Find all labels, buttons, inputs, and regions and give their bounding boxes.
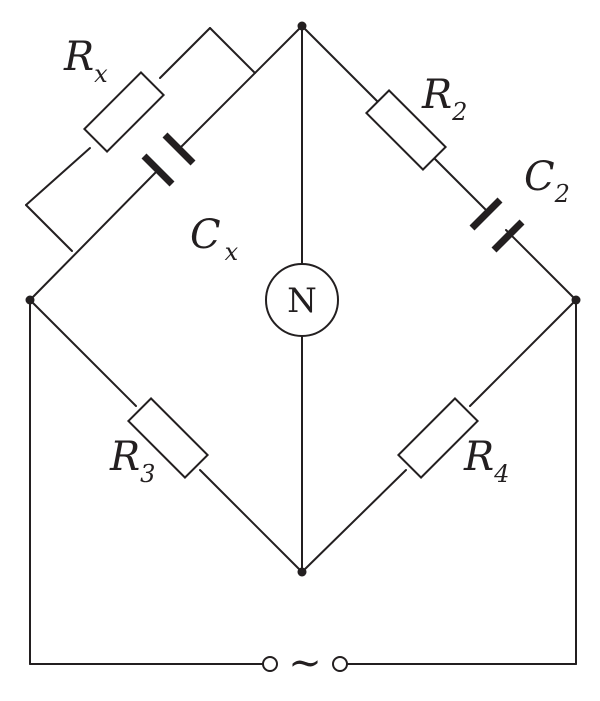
- wire-r2-c2: [433, 157, 489, 213]
- label-cx-sub: x: [225, 238, 239, 266]
- node-top: [297, 21, 307, 31]
- label-r4-main: R: [463, 434, 494, 480]
- label-c2-sub: 2: [554, 180, 570, 208]
- label-r2: R2: [421, 72, 467, 126]
- label-rx: Rx: [63, 34, 108, 88]
- resistor-r3: [126, 396, 210, 480]
- arm-r2-c2: [301, 25, 577, 301]
- capacitor-c2-plate-a: [469, 197, 503, 231]
- label-r4: R4: [463, 434, 509, 488]
- resistor-rx: [82, 70, 166, 154]
- wire-cx-upper: [177, 25, 303, 151]
- label-rx-main: R: [63, 34, 94, 80]
- label-c2: C2: [524, 154, 570, 208]
- null-indicator: [265, 263, 339, 337]
- label-r2-main: R: [421, 72, 452, 118]
- node-left: [25, 295, 35, 305]
- ac-supply: ~: [29, 299, 577, 686]
- label-c2-main: C: [524, 154, 555, 200]
- capacitor-cx-plate-a: [162, 132, 196, 166]
- arm-r4: [301, 299, 577, 573]
- arm-rx-cx: [25, 25, 303, 301]
- wire-rx-outer-upper: [159, 27, 211, 79]
- label-r3-sub: 3: [140, 460, 155, 488]
- node-bottom: [297, 567, 307, 577]
- wire-cx-lower: [29, 169, 159, 301]
- resistor-r4: [396, 396, 480, 480]
- label-r3-main: R: [109, 434, 140, 480]
- wire-r3-lower: [199, 469, 303, 573]
- node-right: [571, 295, 581, 305]
- label-r3: R3: [109, 434, 155, 488]
- wire-r2-upper: [301, 25, 379, 103]
- capacitor-c2-plate-b: [491, 219, 525, 253]
- wire-rx-top-link: [209, 27, 256, 74]
- resistor-r2: [364, 88, 448, 172]
- wire-r3-upper: [29, 299, 137, 407]
- label-r4-sub: 4: [493, 460, 509, 488]
- terminal-right: [332, 656, 348, 672]
- capacitor-cx-plate-b: [141, 153, 175, 187]
- arm-r3: [29, 299, 303, 573]
- terminal-left: [262, 656, 278, 672]
- label-r2-sub: 2: [451, 98, 467, 126]
- wire-rx-bottom-link: [25, 204, 73, 252]
- wire-r4-lower: [301, 469, 407, 573]
- null-indicator-label: N: [287, 281, 317, 321]
- label-rx-sub: x: [94, 60, 108, 88]
- wire-rx-outer-lower: [25, 147, 91, 206]
- detector-branch: N: [265, 25, 339, 573]
- wire-r4-upper: [469, 299, 577, 407]
- ac-source-symbol: ~: [288, 640, 322, 686]
- label-cx-main: C: [190, 212, 221, 258]
- wire-c2-lower: [505, 229, 577, 301]
